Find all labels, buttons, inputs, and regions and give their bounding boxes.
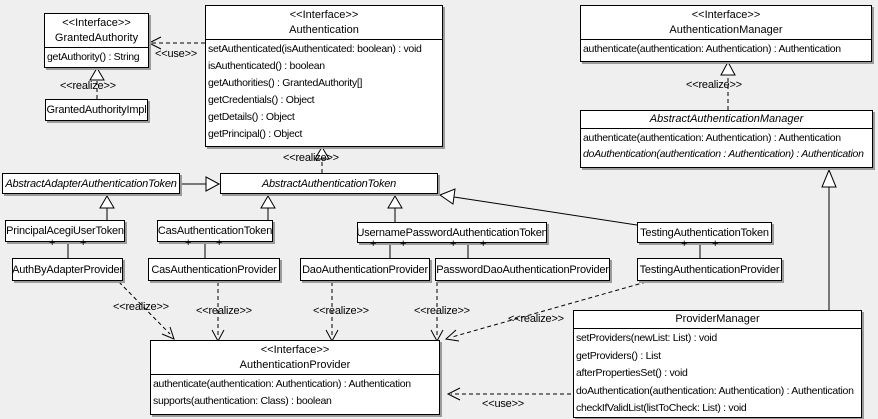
class-name: AbstractAuthenticationToken [261, 177, 397, 190]
method: getAuthority() : String [47, 51, 140, 63]
method: afterPropertiesSet() : void [576, 367, 688, 379]
interface-stereotype: <<Interface>> [289, 9, 359, 21]
method: setAuthenticated(isAuthenticated: boolea… [208, 43, 422, 55]
interface-stereotype: <<Interface>> [62, 17, 131, 29]
edge-generalization-providermanager [821, 168, 837, 310]
class-authentication: <<Interface>> Authentication setAuthenti… [205, 5, 443, 147]
class-authentication-manager: <<Interface>> AuthenticationManager auth… [580, 5, 872, 62]
edge-generalization-abstractadapter-to-abstracttoken [180, 176, 221, 192]
edge-realize-abstractauthenticationmanager [720, 60, 736, 110]
association-end-label: + [370, 238, 377, 250]
class-header: ProviderManager [574, 311, 861, 329]
edge-realize-grantedauthorityimpl [89, 67, 105, 99]
realize-label: <<realize>> [414, 305, 470, 317]
association-end-label: + [480, 238, 487, 250]
realize-label: <<realize>> [196, 305, 252, 317]
association-end-label: + [450, 238, 457, 250]
method: getProviders() : List [576, 349, 661, 362]
class-name: GrantedAuthority [54, 32, 139, 44]
class-name: CasAuthenticationProvider [151, 263, 277, 276]
class-name: AuthenticationProvider [239, 359, 351, 371]
class-name: AbstractAdapterAuthenticationToken [5, 177, 177, 190]
method: getAuthorities() : GrantedAuthority[] [208, 77, 363, 89]
association-end-label: + [185, 237, 192, 249]
class-name: AuthenticationManager [669, 24, 783, 36]
method: checkIfValidList(listToCheck: List) : vo… [576, 402, 747, 414]
edge-use-authentication-to-grantedauthority [147, 36, 205, 50]
class-granted-authority: <<Interface>> GrantedAuthority getAuthor… [44, 13, 149, 68]
use-label: <<use>> [155, 48, 198, 60]
class-header: <<Interface>> AuthenticationManager [581, 6, 871, 40]
association-end-label: + [400, 238, 407, 250]
realize-label: <<realize>> [313, 305, 369, 317]
class-testing-authentication-provider: TestingAuthenticationProvider [637, 258, 782, 281]
method: getDetails() : Object [208, 111, 295, 123]
method: getCredentials() : Object [208, 94, 315, 106]
class-principal-acegi-user-token: PrincipalAcegiUserToken [5, 220, 125, 242]
class-name: PasswordDaoAuthenticationProvider [436, 263, 609, 276]
association-end-label: + [80, 237, 87, 249]
edge-use-providermanager-to-authenticationprovider [446, 387, 571, 401]
method: authenticate(authentication: Authenticat… [583, 43, 841, 55]
edge-realize-authbyadapterprovider [118, 281, 175, 340]
class-dao-authentication-provider: DaoAuthenticationProvider [300, 258, 430, 281]
edge-realize-testingauthenticationprovider [444, 281, 647, 342]
class-auth-by-adapter-provider: AuthByAdapterProvider [12, 258, 123, 281]
method: setProviders(newList: List) : void [576, 332, 717, 344]
class-name: Authentication [289, 24, 359, 36]
class-name: CasAuthenticationToken [157, 225, 273, 237]
method: getPrincipal() : Object [208, 128, 303, 140]
realize-label: <<realize>> [60, 80, 116, 92]
class-abstract-adapter-authentication-token: AbstractAdapterAuthenticationToken [2, 173, 180, 194]
class-authentication-provider: <<Interface>> AuthenticationProvider aut… [150, 340, 440, 415]
class-header: <<Interface>> GrantedAuthority [45, 14, 148, 48]
class-cas-authentication-token: CasAuthenticationToken [157, 220, 273, 242]
class-testing-authentication-token: TestingAuthenticationToken [637, 222, 772, 243]
method: authenticate(authentication: Authenticat… [583, 132, 841, 144]
class-name: TestingAuthenticationToken [640, 226, 769, 239]
class-name: GrantedAuthorityImpl [46, 104, 147, 116]
realize-label: <<realize>> [113, 301, 169, 313]
realize-label: <<realize>> [686, 79, 742, 91]
association-end-label: + [681, 238, 688, 250]
association-end-label: + [712, 238, 719, 250]
class-name: ProviderManager [675, 313, 760, 325]
class-abstract-authentication-token: AbstractAuthenticationToken [220, 173, 438, 194]
class-provider-manager: ProviderManager setProviders(newList: Li… [573, 310, 862, 418]
class-name: AbstractAuthenticationManager [649, 113, 804, 125]
edge-generalization-usernamepasswordtoken [387, 195, 403, 222]
edge-generalization-principalacegiusertoken [99, 195, 115, 220]
use-label: <<use>> [482, 398, 525, 410]
method: authenticate(authentication: Authenticat… [153, 378, 411, 390]
realize-label: <<realize>> [508, 313, 564, 325]
method: doAuthentication(authentication: Authent… [576, 384, 854, 397]
interface-stereotype: <<Interface>> [691, 9, 761, 21]
class-header: AbstractAuthenticationManager [581, 111, 872, 129]
class-abstract-authentication-manager: AbstractAuthenticationManager authentica… [580, 110, 873, 168]
edge-generalization-testingauthenticationtoken [438, 188, 638, 226]
class-name: PrincipalAcegiUserToken [6, 225, 124, 237]
edge-generalization-casauthenticationtoken [260, 195, 276, 220]
method: doAuthentication(authentication : Authen… [583, 148, 864, 160]
association-end-label: + [49, 237, 56, 249]
class-password-dao-authentication-provider: PasswordDaoAuthenticationProvider [435, 258, 610, 281]
method: isAuthenticated() : boolean [208, 60, 325, 72]
class-name: TestingAuthenticationProvider [639, 263, 780, 276]
class-cas-authentication-provider: CasAuthenticationProvider [148, 258, 280, 281]
edge-realize-abstractauthenticationtoken [314, 146, 330, 173]
association-end-label: + [216, 237, 223, 249]
interface-stereotype: <<Interface>> [260, 344, 330, 356]
class-username-password-authentication-token: UsernamePasswordAuthenticationToken [357, 222, 547, 243]
class-name: UsernamePasswordAuthenticationToken [357, 226, 547, 239]
realize-label: <<realize>> [283, 152, 339, 164]
class-header: <<Interface>> AuthenticationProvider [151, 341, 439, 375]
class-header: <<Interface>> Authentication [206, 6, 442, 40]
class-name: AuthByAdapterProvider [12, 263, 123, 276]
class-granted-authority-impl: GrantedAuthorityImpl [45, 99, 148, 121]
method: supports(authentication: Class) : boolea… [153, 395, 332, 407]
class-name: DaoAuthenticationProvider [302, 263, 428, 276]
